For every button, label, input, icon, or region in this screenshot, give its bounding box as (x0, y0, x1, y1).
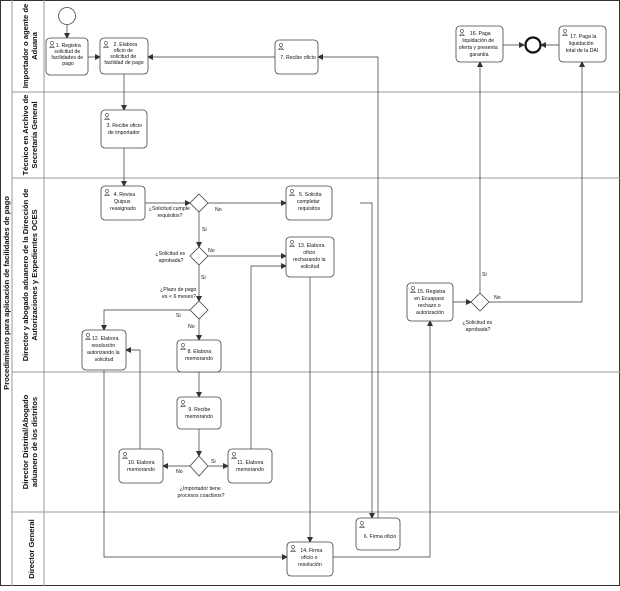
gateway-3: ¿Plazo de pago es < 6 meses? (160, 287, 209, 320)
pool-title: Procedimiento para aplicación de facilid… (2, 196, 11, 390)
label-g3-si: Si (176, 313, 181, 319)
svg-text:¿Importador tiene proces: ¿Importador tiene procesos coactivos? (178, 486, 225, 499)
task-9: 9. Recibe memorando (176, 396, 222, 430)
svg-text:12. Elabora resolución: 12. Elabora resolución autorizando la so… (87, 336, 121, 363)
sequence-flows (64, 25, 585, 560)
svg-text:2. Elabora oficio de: 2. Elabora oficio de solicitud de facili… (104, 42, 143, 66)
svg-text:6. Firma oficio: 6. Firma oficio (364, 534, 397, 540)
svg-text:5. Solicita completar: 5. Solicita completar requisitos (297, 192, 323, 212)
task-5: 5. Solicita completar requisitos (285, 185, 333, 221)
svg-text:16. Paga liquidación de: 16. Paga liquidación de oferta y present… (459, 31, 499, 58)
svg-text:13. Elabora oficio: 13. Elabora oficio rechazando la solicit… (293, 243, 327, 270)
task-14: 14. Firma oficio o resolución (286, 541, 334, 577)
end-event (524, 36, 542, 54)
gateway-4: ¿Importador tiene procesos coactivos? (178, 455, 225, 499)
task-2: 2. Elabora oficio de solicitud de facili… (99, 37, 149, 75)
svg-text:14. Firma oficio o: 14. Firma oficio o resolución (298, 548, 324, 568)
flow-t12-t14 (103, 370, 288, 560)
flow-t5-t6 (360, 202, 375, 519)
task-12: 12. Elabora resolución autorizando la so… (81, 329, 127, 371)
label-g1-no: No (215, 207, 222, 213)
label-g1-si: Si (202, 227, 207, 233)
svg-text:4. Revisa Quipux r: 4. Revisa Quipux reasignado (110, 192, 136, 212)
flow-t6-t7 (317, 54, 379, 518)
task-11: 11. Elabora memorando (227, 448, 273, 484)
label-g2-no: No (208, 248, 215, 254)
label-g4-si: Si (211, 459, 216, 465)
task-1: 1. Registra solicitud de facilidades de … (45, 37, 89, 76)
label-g4-no: No (176, 469, 183, 475)
flow-t10-t12 (125, 347, 141, 449)
svg-text:10. Elabora memorando: 10. Elabora memorando (127, 460, 156, 473)
svg-text:17. Paga la liquidación: 17. Paga la liquidación total de la DAI (566, 34, 599, 54)
lane-title-distrital: Director Distrital/Abogadoaduanero de lo… (21, 394, 39, 489)
svg-text:9. Recibe memorando: 9. Recibe memorando (185, 407, 213, 420)
svg-text:3. Recibe oficio de impo: 3. Recibe oficio de importador (107, 123, 144, 136)
svg-text:¿Plazo de pago es < 6 me: ¿Plazo de pago es < 6 meses? (160, 287, 198, 300)
label-g5-no: No (494, 295, 501, 301)
flow-t11-t13 (250, 263, 287, 449)
svg-text:¿Solicitud cumple requis: ¿Solicitud cumple requisitos? (149, 206, 191, 219)
task-10: 10. Elabora memorando (118, 448, 164, 484)
lane-title-director: Director y abogado aduanero de la Direcc… (21, 189, 39, 362)
lane-title-tecnico: Técnico en Archivo deSecretaría General (21, 95, 39, 176)
task-7: 7. Recibe oficio (274, 39, 319, 75)
task-3: 3. Recibe oficio de importador (100, 109, 148, 149)
svg-text:11. Elabora memorando: 11. Elabora memorando (236, 460, 265, 473)
gateway-5: ¿Solicitud es aprobada? (462, 292, 493, 333)
svg-text:¿Solicitud es aprobada?: ¿Solicitud es aprobada? (155, 251, 186, 264)
svg-text:1. Registra solicitud de: 1. Registra solicitud de facilidades de … (51, 43, 84, 67)
task-16: 16. Paga liquidación de oferta y present… (455, 25, 504, 63)
task-15: 15. Registra en Ecuapass rechazo o autor… (406, 282, 454, 322)
svg-text:7. Recibe oficio: 7. Recibe oficio (280, 55, 316, 61)
flow-g3-t12 (101, 309, 190, 331)
lane-title-general: Director General (27, 519, 36, 579)
task-6: 6. Firma oficio (355, 517, 401, 551)
label-g2-si: Si (201, 275, 206, 281)
task-8: 8. Elabora memorando (176, 339, 222, 373)
task-17: 17. Paga la liquidación total de la DAI (558, 25, 607, 63)
label-g3-no: No (188, 324, 195, 330)
svg-text:8. Elabora memorando: 8. Elabora memorando (185, 349, 213, 362)
gateway-1: ¿Solicitud cumple requisitos? (149, 193, 209, 219)
svg-text:15. Registra en Ecuapass: 15. Registra en Ecuapass rechazo o autor… (414, 289, 446, 316)
task-4: 4. Revisa Quipux reasignado (100, 185, 146, 221)
flow-t14-t15 (333, 320, 433, 558)
flow-g5-t17 (489, 61, 585, 303)
lane-title-importador: Importador o agente deAduana (21, 4, 39, 88)
task-13: 13. Elabora oficio rechazando la solicit… (285, 236, 335, 278)
start-event (58, 7, 76, 25)
svg-text:¿Solicitud es aprobada?: ¿Solicitud es aprobada? (462, 320, 493, 333)
label-g5-si: Si (482, 272, 487, 278)
gateway-2: ¿Solicitud es aprobada? (155, 246, 209, 266)
